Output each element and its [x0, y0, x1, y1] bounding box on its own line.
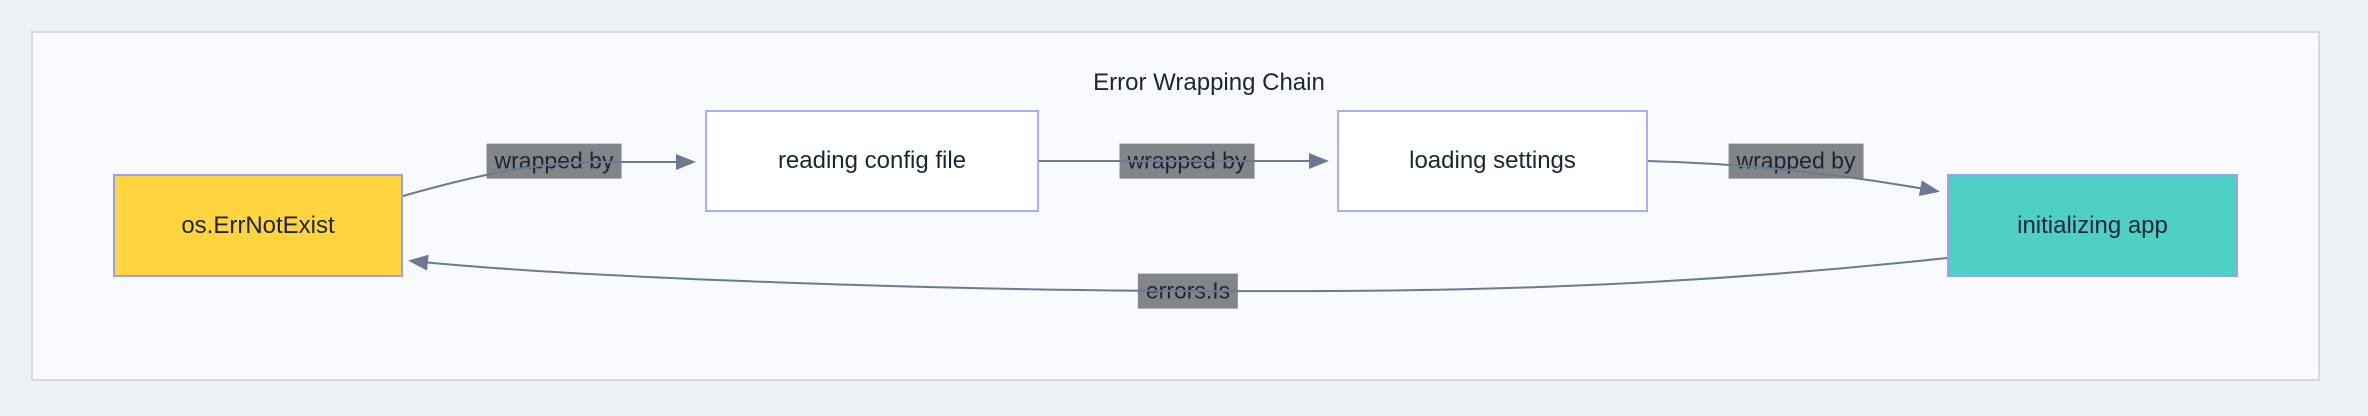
- edge-label-wrapped-by-3: wrapped by: [1728, 143, 1864, 179]
- node-initializing-app: initializing app: [1947, 174, 2238, 277]
- node-os-errnotexist: os.ErrNotExist: [113, 174, 403, 277]
- edge-label-wrapped-by-2: wrapped by: [1119, 143, 1255, 179]
- flowchart-canvas: Error Wrapping Chain: [31, 31, 2320, 381]
- node-reading-config-file: reading config file: [705, 110, 1039, 212]
- node-label: initializing app: [2017, 211, 2168, 239]
- edge-label-wrapped-by-1: wrapped by: [486, 143, 622, 179]
- node-label: reading config file: [777, 147, 967, 174]
- node-label: loading settings: [1409, 147, 1576, 174]
- diagram-title: Error Wrapping Chain: [1093, 69, 1325, 96]
- node-loading-settings: loading settings: [1337, 110, 1648, 212]
- edge-label-errors-is: errors.Is: [1137, 273, 1239, 309]
- node-label: os.ErrNotExist: [181, 211, 335, 239]
